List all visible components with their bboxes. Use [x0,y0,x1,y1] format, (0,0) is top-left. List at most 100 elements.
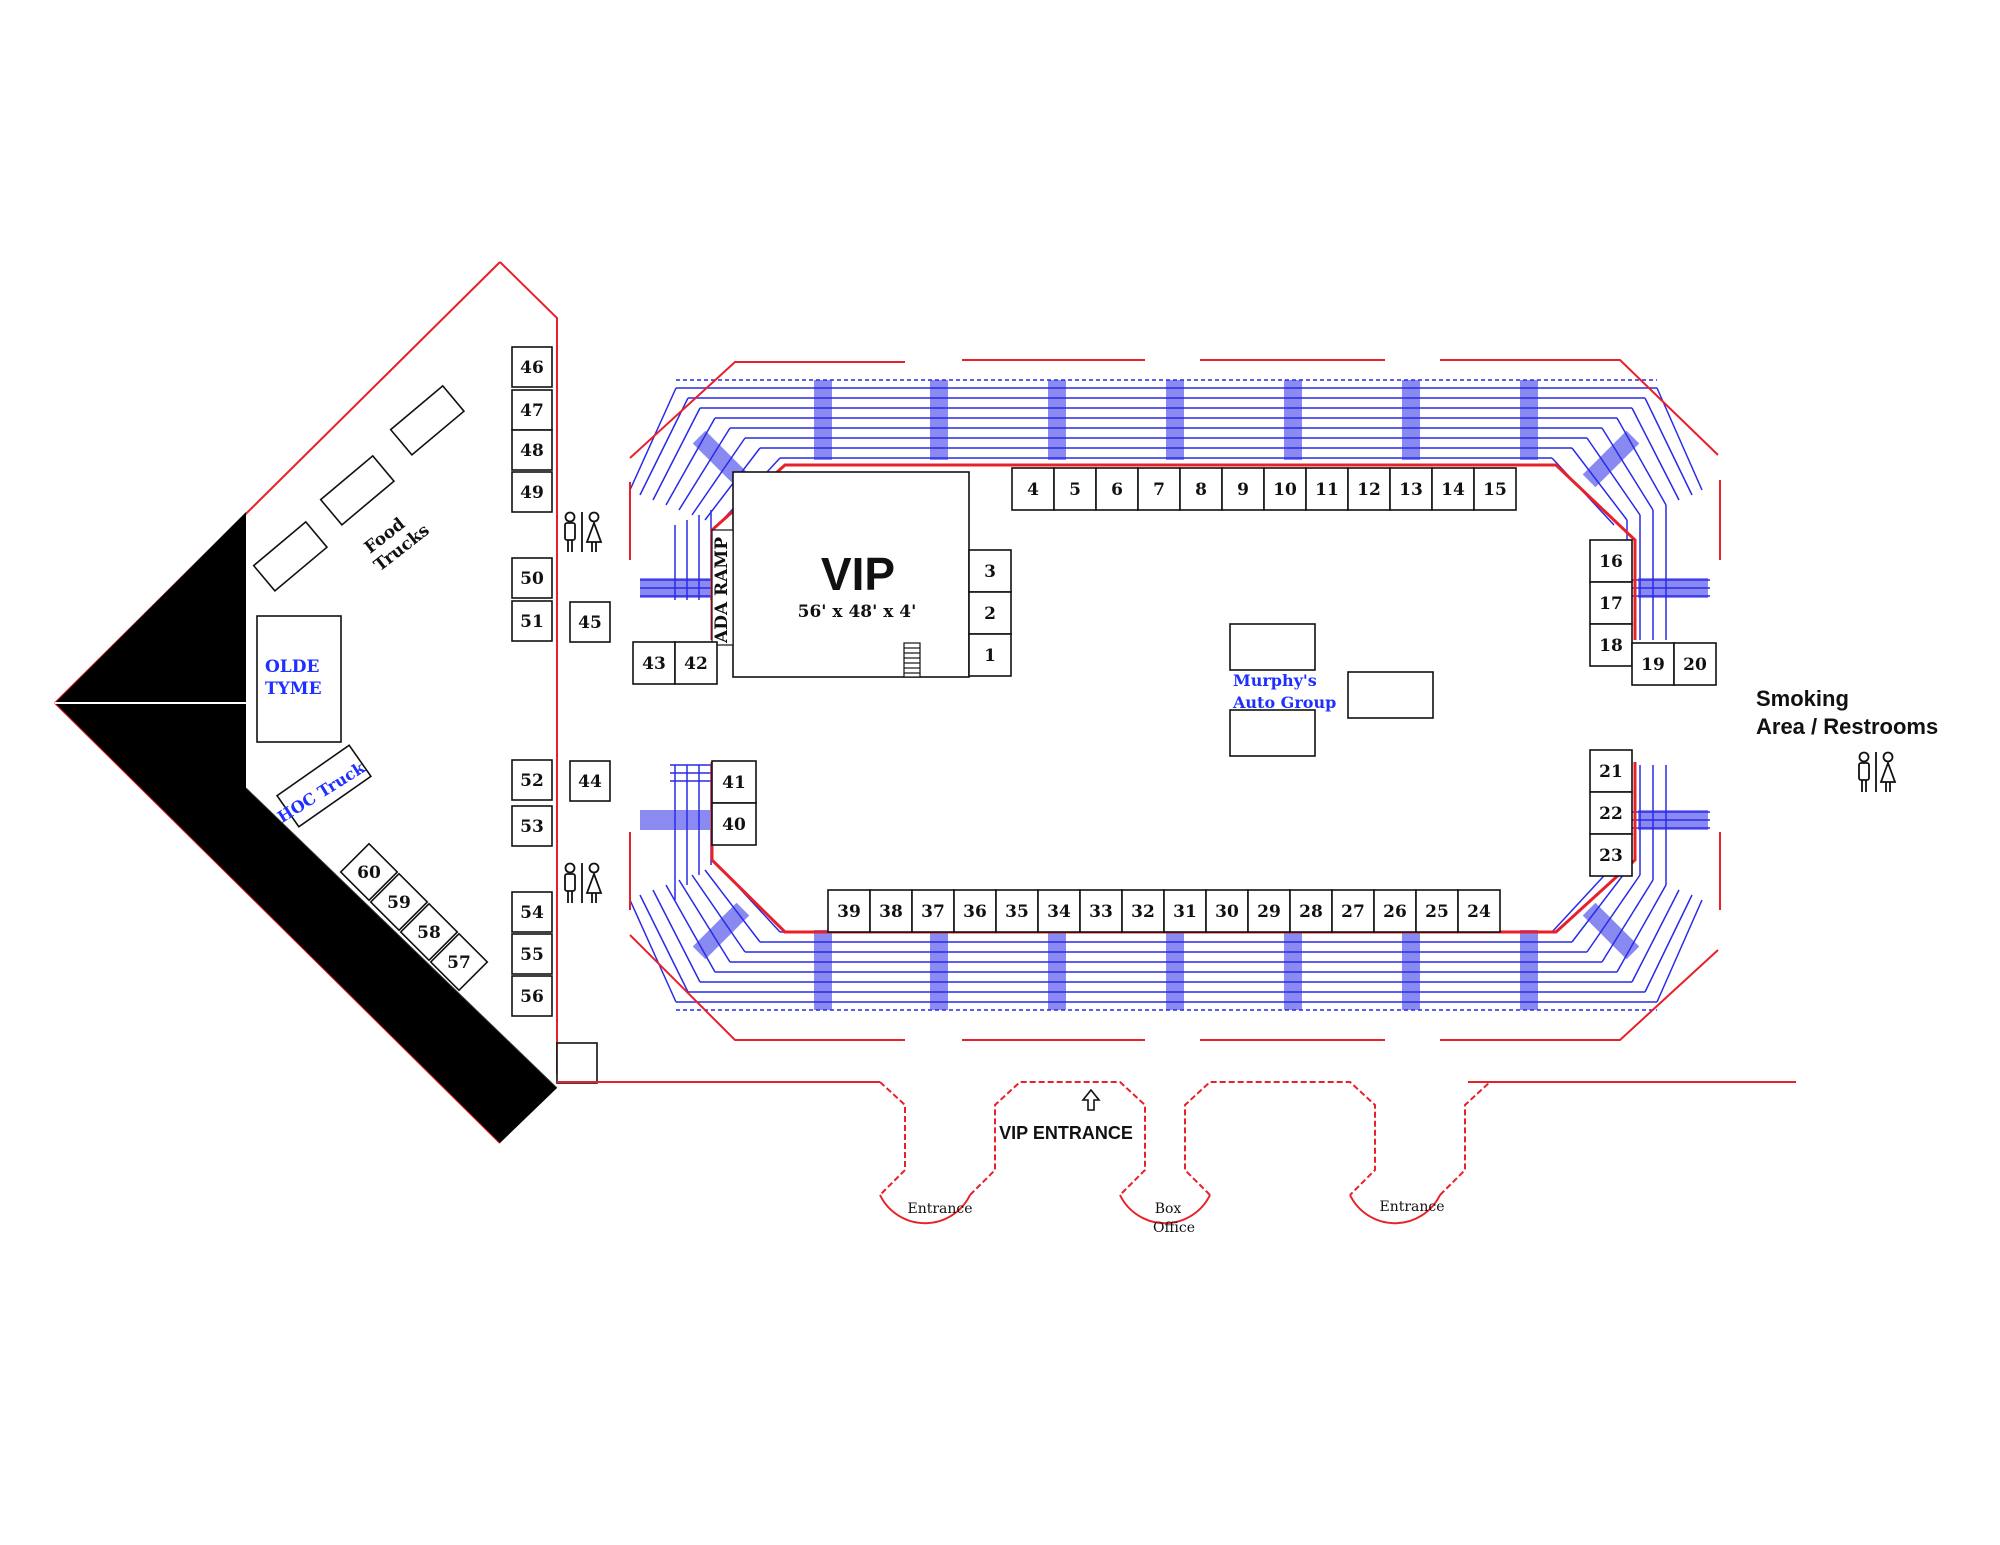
svg-text:23: 23 [1599,846,1623,866]
svg-text:34: 34 [1047,902,1071,922]
booth-59[interactable]: 59 [369,872,429,932]
booth-11[interactable]: 11 [1305,467,1349,511]
svg-text:4: 4 [1027,480,1039,500]
booths-top-row: 4 5 6 7 8 9 10 11 12 13 14 15 [1011,467,1517,511]
entrance-right-label: Entrance [1379,1199,1444,1215]
booth-10[interactable]: 10 [1263,467,1307,511]
booth-53[interactable]: 53 [511,805,553,847]
booth-51[interactable]: 51 [511,600,553,642]
booth-39[interactable]: 39 [827,889,871,933]
booth-22[interactable]: 22 [1589,791,1633,835]
booth-3[interactable]: 3 [968,549,1012,593]
svg-text:21: 21 [1599,762,1623,782]
svg-text:5: 5 [1069,480,1081,500]
svg-text:8: 8 [1195,480,1207,500]
booth-40[interactable]: 40 [711,802,757,846]
booth-19[interactable]: 19 [1631,642,1675,686]
booth-1[interactable]: 1 [968,633,1012,677]
svg-text:49: 49 [520,483,544,503]
booth-5[interactable]: 5 [1053,467,1097,511]
booth-27[interactable]: 27 [1331,889,1375,933]
booth-2[interactable]: 2 [968,591,1012,635]
svg-text:20: 20 [1683,655,1707,675]
box-office-label-1: Box [1155,1201,1182,1217]
restroom-icon [564,511,602,553]
booth-41[interactable]: 41 [711,760,757,804]
booth-26[interactable]: 26 [1373,889,1417,933]
booth-48[interactable]: 48 [511,429,553,471]
booth-18[interactable]: 18 [1589,623,1633,667]
svg-text:48: 48 [520,441,544,461]
booth-20[interactable]: 20 [1673,642,1717,686]
vip-platform: VIP 56' x 48' x 4' ADA RAMP [711,471,970,678]
svg-text:1: 1 [984,646,996,666]
olde-tyme-label-2: TYME [265,679,322,699]
murphys-display: Murphy's Auto Group [1229,623,1434,757]
booth-31[interactable]: 31 [1163,889,1207,933]
booth-4[interactable]: 4 [1011,467,1055,511]
booth-29[interactable]: 29 [1247,889,1291,933]
svg-text:33: 33 [1089,902,1113,922]
booth-33[interactable]: 33 [1079,889,1123,933]
booth-57[interactable]: 57 [429,932,489,992]
svg-text:14: 14 [1441,480,1465,500]
booth-24[interactable]: 24 [1457,889,1501,933]
booth-55[interactable]: 55 [511,933,553,975]
booths-bottom-row: 39 38 37 36 35 34 33 32 31 30 29 28 27 2… [827,889,1501,933]
booth-14[interactable]: 14 [1431,467,1475,511]
booth-column-left: 46 47 48 49 50 51 52 53 54 55 56 45 44 [511,346,611,1017]
booth-52[interactable]: 52 [511,759,553,801]
booth-23[interactable]: 23 [1589,833,1633,877]
booth-28[interactable]: 28 [1289,889,1333,933]
booth-54[interactable]: 54 [511,891,553,933]
booth-17[interactable]: 17 [1589,581,1633,625]
svg-text:59: 59 [387,893,411,913]
svg-text:44: 44 [578,772,602,792]
booths-right-side: 16 17 18 19 20 21 22 23 [1589,539,1717,877]
booth-13[interactable]: 13 [1389,467,1433,511]
booth-25[interactable]: 25 [1415,889,1459,933]
booth-58[interactable]: 58 [399,902,459,962]
booth-42[interactable]: 42 [674,641,718,685]
booth-21[interactable]: 21 [1589,749,1633,793]
svg-text:16: 16 [1599,552,1623,572]
booth-38[interactable]: 38 [869,889,913,933]
booth-44[interactable]: 44 [569,760,611,802]
booth-7[interactable]: 7 [1137,467,1181,511]
booth-9[interactable]: 9 [1221,467,1265,511]
booth-34[interactable]: 34 [1037,889,1081,933]
restroom-icon [1858,751,1896,793]
svg-text:22: 22 [1599,804,1623,824]
booth-15[interactable]: 15 [1473,467,1517,511]
booth-16[interactable]: 16 [1589,539,1633,583]
svg-text:30: 30 [1215,902,1239,922]
svg-text:42: 42 [684,654,708,674]
booth-32[interactable]: 32 [1121,889,1165,933]
booth-43[interactable]: 43 [632,641,676,685]
booth-12[interactable]: 12 [1347,467,1391,511]
olde-tyme-label-1: OLDE [265,657,320,677]
svg-text:25: 25 [1425,902,1449,922]
booth-50[interactable]: 50 [511,557,553,599]
booth-49[interactable]: 49 [511,471,553,513]
svg-text:31: 31 [1173,902,1197,922]
booth-8[interactable]: 8 [1179,467,1223,511]
booth-6[interactable]: 6 [1095,467,1139,511]
svg-text:9: 9 [1237,480,1249,500]
booth-37[interactable]: 37 [911,889,955,933]
murphys-label-1: Murphy's [1233,671,1317,690]
svg-text:11: 11 [1315,480,1339,500]
aisle-stairs [640,380,1708,1010]
booth-35[interactable]: 35 [995,889,1039,933]
booth-30[interactable]: 30 [1205,889,1249,933]
svg-text:39: 39 [837,902,861,922]
booth-46[interactable]: 46 [511,346,553,388]
booth-60[interactable]: 60 [339,842,399,902]
booth-56[interactable]: 56 [511,975,553,1017]
svg-text:32: 32 [1131,902,1155,922]
svg-text:36: 36 [963,902,987,922]
booth-45[interactable]: 45 [569,601,611,643]
booth-47[interactable]: 47 [511,389,553,431]
booth-36[interactable]: 36 [953,889,997,933]
